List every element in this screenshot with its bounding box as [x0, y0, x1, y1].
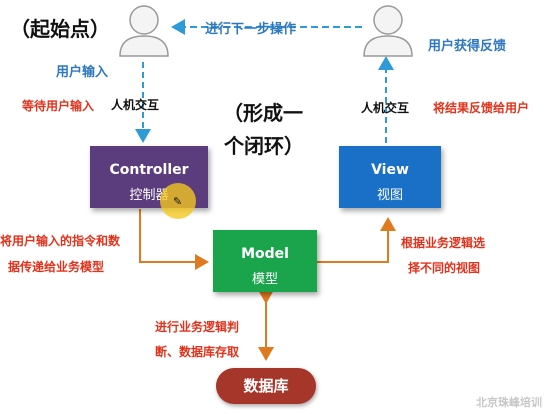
loop-label-line2: 个闭环）	[224, 134, 304, 158]
controller-subtitle: 控制器	[129, 188, 169, 203]
user-feedback-label: 用户获得反馈	[428, 39, 507, 54]
feedback-result-label: 将结果反馈给用户	[433, 101, 530, 115]
model-subtitle: 模型	[251, 272, 278, 287]
view-subtitle: 视图	[376, 188, 403, 203]
arrow-model-to-view	[317, 217, 396, 263]
interaction-right-label: 人机交互	[361, 101, 410, 115]
cursor-highlight-icon: ✎	[160, 183, 196, 219]
controller-title: Controller	[109, 162, 189, 178]
arrow-controller-to-model	[139, 209, 209, 270]
model-db-line2: 断、数据库存取	[155, 345, 240, 359]
database-node: 数据库	[216, 368, 316, 404]
user-right-icon	[363, 5, 413, 57]
model-title: Model	[241, 246, 289, 262]
user-input-label: 用户输入	[56, 65, 109, 80]
user-left-icon	[119, 5, 169, 57]
loop-label-line1: （形成一	[223, 101, 303, 125]
controller-to-model-line1: 将用户输入的指令和数	[0, 234, 121, 248]
start-label: （起始点）	[10, 17, 110, 41]
controller-to-model-line2: 据传递给业务模型	[8, 260, 105, 274]
model-to-view-line2: 择不同的视图	[408, 261, 481, 275]
model-to-view-line1: 根据业务逻辑选	[401, 236, 486, 250]
watermark: 北京珠峰培训	[476, 396, 542, 409]
waiting-input-label: 等待用户输入	[22, 99, 95, 113]
interaction-left-label: 人机交互	[111, 98, 160, 112]
model-box: Model 模型	[213, 230, 317, 292]
view-box: View 视图	[339, 146, 441, 208]
model-db-line1: 进行业务逻辑判	[155, 320, 240, 334]
view-title: View	[371, 162, 409, 178]
next-step-label: 进行下一步操作	[205, 22, 297, 37]
